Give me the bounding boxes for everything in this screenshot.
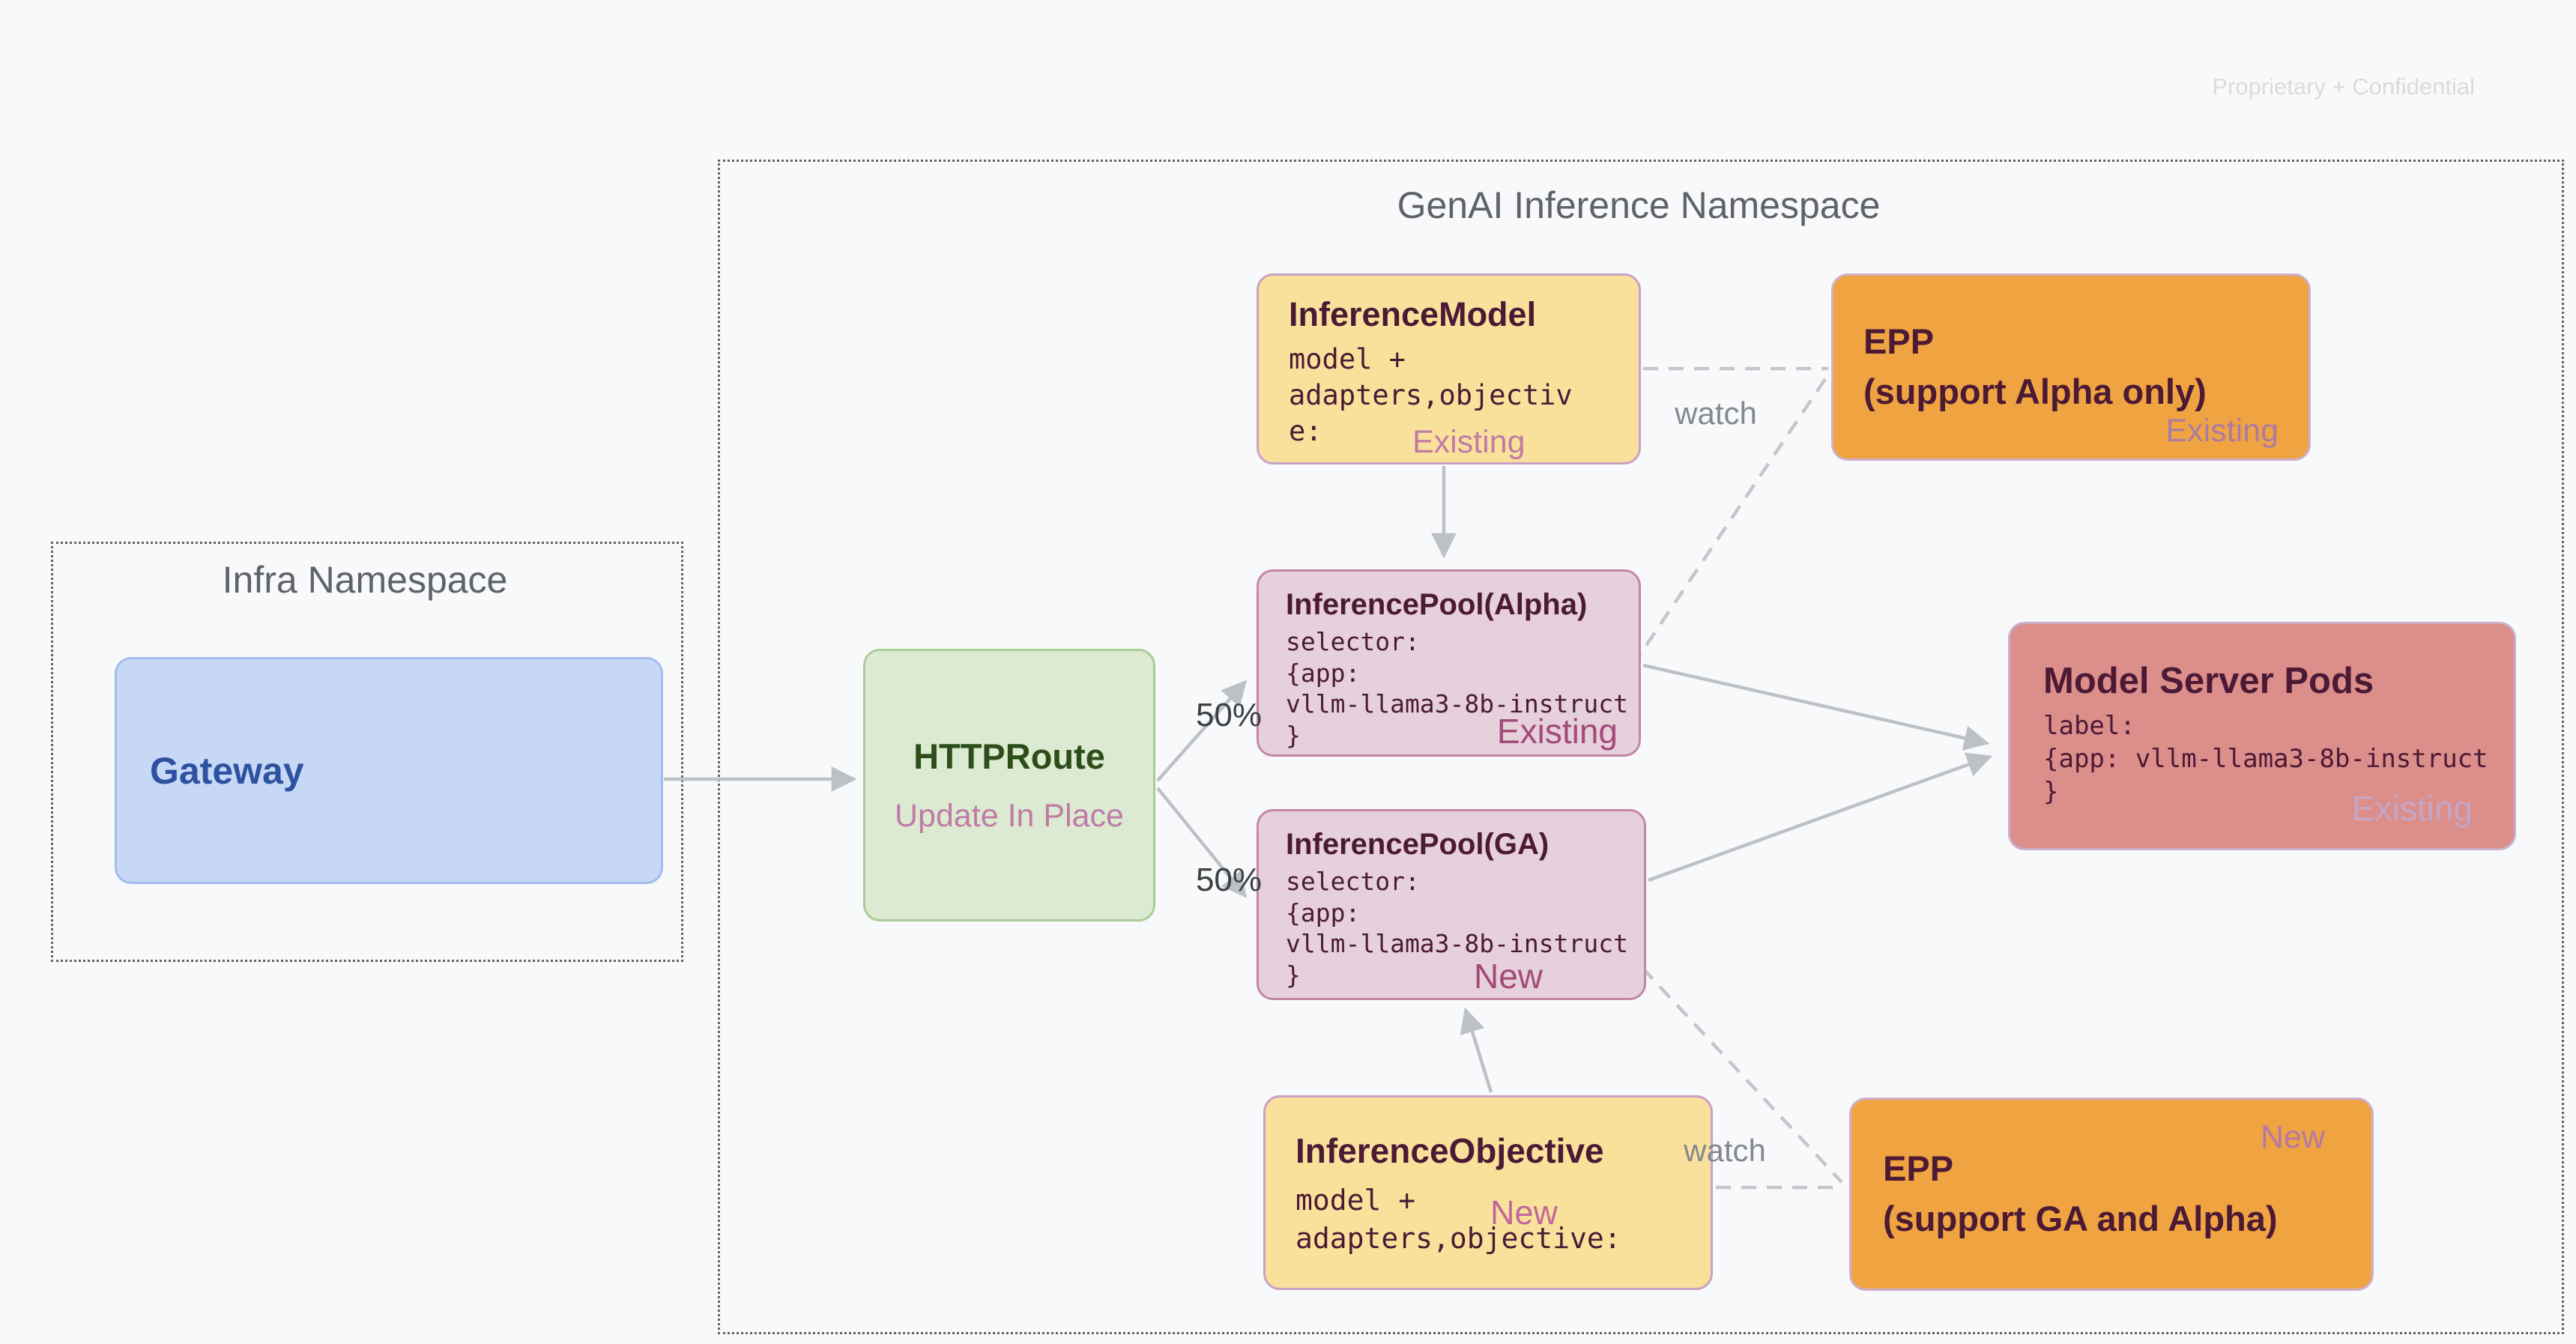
code-line: } (2043, 777, 2059, 808)
code-line: e: (1289, 415, 1322, 448)
edge-httproute-to-pool-ga (1156, 787, 1248, 898)
code-line: vllm-llama3-8b-instruct (1286, 689, 1628, 719)
gateway-title: Gateway (150, 749, 304, 792)
inference-pool-alpha-node: InferencePool(Alpha) selector:{app:vllm-… (1257, 569, 1641, 757)
code-line: } (1286, 720, 1301, 750)
inference-pool-alpha-title: InferencePool(Alpha) (1286, 588, 1588, 621)
inference-objective-status-badge: New (1490, 1193, 1558, 1232)
epp-alpha-node: EPP(support Alpha only) Existing (1831, 273, 2311, 461)
watch-bottom-label: watch (1684, 1133, 1766, 1168)
code-line: model + (1295, 1184, 1416, 1217)
model-server-pods-label: label:{app: vllm-llama3-8b-instruct} (2043, 709, 2514, 809)
split-bottom-percent-label: 50% (1195, 862, 1263, 898)
inference-pool-ga-node: InferencePool(GA) selector:{app:vllm-lla… (1257, 809, 1646, 1000)
inference-objective-title: InferenceObjective (1295, 1131, 1604, 1170)
model-server-pods-status-badge: Existing (2351, 789, 2473, 828)
inference-model-status-badge: Existing (1412, 424, 1526, 460)
inference-objective-node: InferenceObjective model + adapters,objec… (1263, 1095, 1713, 1290)
inference-pool-alpha-status-badge: Existing (1496, 712, 1618, 751)
httproute-subtitle: Update In Place (895, 798, 1124, 834)
code-line: } (1286, 960, 1301, 990)
inference-pool-ga-title: InferencePool(GA) (1286, 828, 1549, 861)
model-server-pods-node: Model Server Pods label:{app: vllm-llama… (2008, 622, 2516, 850)
inference-objective-spec: model + adapters,objective: (1295, 1181, 1711, 1259)
epp-alpha-status-badge: Existing (2165, 413, 2279, 449)
code-line: label: (2043, 711, 2135, 741)
epp-ga-title: EPP(support GA and Alpha) (1883, 1148, 2278, 1238)
code-line: selector: (1286, 867, 1420, 896)
watch-top-label: watch (1675, 396, 1757, 431)
edge-pool-ga-to-pods (1648, 752, 1993, 883)
epp-alpha-title: EPP(support Alpha only) (1863, 321, 2207, 411)
code-line: adapters,objective: (1295, 1222, 1621, 1256)
code-line: selector: (1286, 627, 1420, 656)
inference-pool-ga-selector: selector:{app:vllm-llama3-8b-instruct} (1286, 866, 1644, 990)
code-line: adapters,objectiv (1289, 379, 1573, 412)
edge-inference-objective-to-pool-ga (1460, 1007, 1493, 1093)
confidential-watermark: Proprietary + Confidential (2212, 73, 2475, 100)
genai-namespace-container (718, 160, 2564, 1334)
code-line: {app: vllm-llama3-8b-instruct (2043, 744, 2488, 775)
inference-pool-alpha-selector: selector:{app:vllm-llama3-8b-instruct} (1286, 626, 1639, 751)
infra-namespace-title: Infra Namespace (222, 559, 508, 601)
code-line: {app: (1286, 897, 1361, 927)
gateway-node: Gateway (115, 657, 663, 884)
code-line: model + (1289, 343, 1406, 375)
httproute-node: HTTPRoute Update In Place (863, 649, 1155, 921)
inference-pool-ga-status-badge: New (1473, 957, 1543, 996)
code-line: vllm-llama3-8b-instruct (1286, 929, 1628, 959)
inference-model-title: InferenceModel (1289, 295, 1537, 333)
epp-ga-status-badge: New (2260, 1119, 2325, 1155)
genai-namespace-title: GenAI Inference Namespace (1397, 184, 1881, 226)
epp-ga-node: EPP(support GA and Alpha) New (1849, 1098, 2374, 1291)
edge-pool-ga-to-epp-ga (1641, 966, 1843, 1184)
model-server-pods-title: Model Server Pods (2043, 661, 2374, 701)
edge-epp-alpha-to-pool-alpha (1636, 378, 1827, 659)
code-line: {app: (1286, 658, 1361, 688)
infra-namespace-container (51, 542, 683, 962)
edge-httproute-to-pool-alpha (1156, 679, 1248, 782)
httproute-title: HTTPRoute (913, 736, 1105, 776)
split-top-percent-label: 50% (1195, 697, 1263, 733)
edge-pool-alpha-to-pods (1642, 663, 1990, 751)
